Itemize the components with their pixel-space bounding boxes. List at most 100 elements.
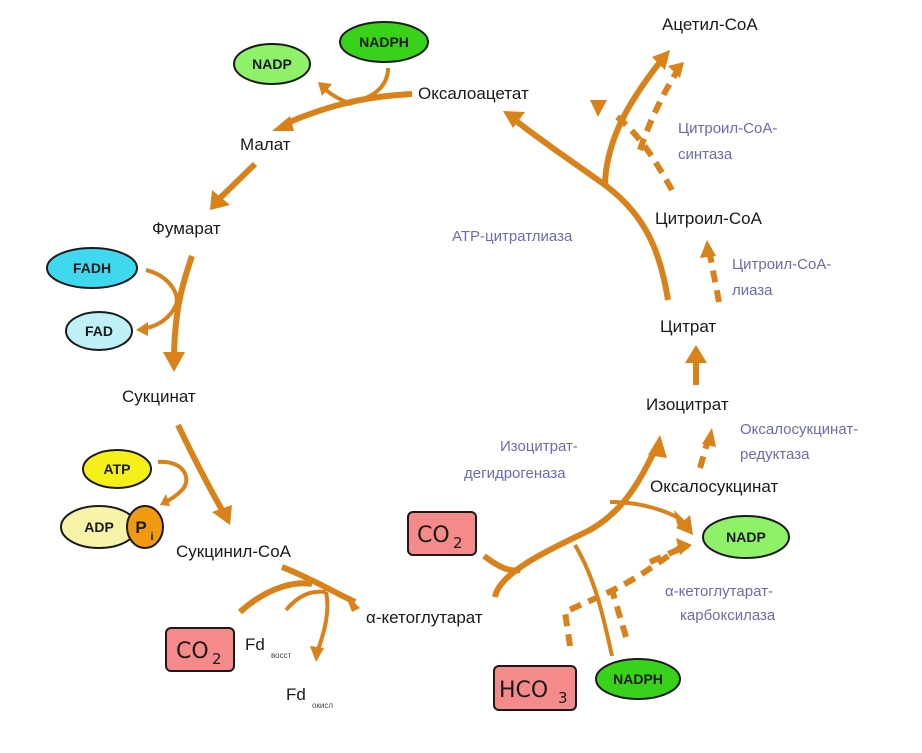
metabolite-citroyl-coa: Цитроил-CoA (655, 209, 763, 228)
enzyme-akg-carboxylase: карбоксилаза (680, 607, 776, 624)
metabolite-succinyl-coa: Сукцинил-CoA (176, 542, 292, 561)
arrow-citroyl-coa-synthase-dashed (613, 112, 675, 192)
enzyme-akg-carboxylase: α-кетоглутарат- (665, 583, 773, 600)
metabolite-citrate: Цитрат (660, 317, 716, 336)
metabolite-oxalosuccinate: Оксалосукцинат (650, 477, 779, 496)
svg-text:Fd: Fd (245, 635, 265, 654)
metabolite-oxaloacetate: Оксалоацетат (418, 84, 529, 103)
cofactor-fad: FAD (65, 311, 133, 351)
arrowhead (345, 594, 360, 612)
svg-text:NADP: NADP (252, 56, 292, 72)
svg-text:Fd: Fd (286, 685, 306, 704)
arrowhead (700, 240, 716, 258)
arrow-nadph-dashed-in (609, 589, 629, 638)
arrowhead (163, 352, 185, 372)
svg-text:NADP: NADP (726, 529, 766, 545)
metabolites: Ацетил-CoA Оксалоацетат Малат Фумарат Су… (122, 15, 779, 627)
arrows (136, 50, 722, 662)
arrow-co2-mid-in (482, 553, 521, 574)
cofactors: NADP NADPH FADH FAD ATP ADP P i N (46, 21, 790, 700)
enzyme-isocitrate-dehydrogenase: Изоцитрат- (500, 438, 578, 455)
arrow-fd-oxidized-out (316, 591, 330, 651)
cofactor-atp: ATP (82, 449, 152, 489)
arrow-oxaloacetate-to-malate (283, 91, 413, 127)
enzyme-citroyl-coa-lyase: Цитроил-CoA- (732, 256, 831, 273)
svg-text:NADPH: NADPH (613, 671, 663, 687)
arrow-citrate-to-citroyl-coa-dashed (707, 254, 722, 303)
arrowhead (310, 646, 324, 662)
arrowhead (668, 62, 684, 78)
enzyme-citroyl-coa-synthase: Цитроил-CoA- (678, 120, 777, 137)
arrow-fd-reduced-in (284, 589, 327, 612)
enzyme-isocitrate-dehydrogenase: дегидрогеназа (464, 465, 566, 482)
arrowhead (212, 505, 232, 525)
svg-text:CO: CO (176, 639, 209, 664)
svg-text:HCO: HCO (499, 678, 548, 703)
arrowhead (685, 345, 707, 363)
metabolite-malate: Малат (240, 135, 291, 154)
metabolite-alpha-ketoglutarate: α-кетоглутарат (366, 608, 483, 627)
svg-text:NADPH: NADPH (359, 34, 409, 50)
arrowhead (210, 190, 230, 210)
hco3-box: HCO 3 (493, 665, 577, 711)
svg-text:i: i (150, 531, 153, 543)
arrow-succinate-to-succinyl-coa (175, 423, 225, 512)
ferredoxin-reduced: Fd восст (245, 635, 292, 660)
cofactor-nadph-top: NADPH (339, 21, 429, 63)
enzyme-citroyl-coa-synthase: синтаза (678, 146, 733, 163)
svg-text:ATP: ATP (104, 461, 131, 477)
svg-text:3: 3 (558, 689, 568, 707)
metabolite-acetyl-coa: Ацетил-CoA (662, 15, 758, 34)
svg-text:восст: восст (271, 651, 292, 660)
arrow-citrate-to-oxaloacetate (513, 117, 671, 301)
arrowhead (160, 494, 170, 506)
arrow-atp-branch (157, 459, 189, 504)
svg-text:CO: CO (417, 523, 450, 548)
svg-text:FADH: FADH (73, 260, 111, 276)
arrowhead (272, 116, 294, 131)
svg-text:2: 2 (453, 534, 463, 552)
svg-text:ADP: ADP (84, 519, 114, 535)
enzyme-oxalosuccinate-reductase: редуктаза (740, 446, 810, 463)
arrowhead (702, 428, 716, 447)
arrowhead (503, 111, 525, 128)
arrowhead (652, 50, 670, 70)
svg-text:2: 2 (212, 650, 222, 668)
cofactor-nadp-top: NADP (233, 43, 311, 85)
svg-text:P: P (135, 518, 146, 537)
co2-box-mid: CO 2 (407, 511, 477, 556)
svg-text:окисл: окисл (312, 701, 333, 710)
arrowhead (136, 322, 148, 336)
enzymes: Цитроил-CoA- синтаза ATP-цитратлиаза Цит… (452, 120, 858, 624)
cofactor-pi: P i (126, 505, 164, 549)
arrow-malate-to-fumarate (215, 161, 258, 203)
arrow-citroyl-to-acetyl-dashed (637, 68, 681, 151)
arrow-dashed-to-nadp (648, 543, 689, 565)
cofactor-nadp-right: NADP (702, 515, 790, 559)
metabolite-isocitrate: Изоцитрат (646, 395, 729, 414)
arrow-akg-to-isocitrate (492, 448, 658, 598)
ferredoxin: Fd восст Fd окисл (245, 635, 333, 710)
arrow-fadh-branch (145, 268, 179, 330)
arrowhead (648, 435, 667, 458)
arrowhead (676, 515, 693, 535)
ferredoxin-oxidized: Fd окисл (286, 685, 333, 710)
cofactor-adp: ADP (60, 505, 138, 549)
cofactor-fadh: FADH (46, 247, 138, 289)
cofactor-nadph-bottom: NADPH (595, 658, 681, 700)
arrow-fumarate-to-succinate (171, 255, 195, 356)
arrowhead (676, 538, 692, 555)
metabolite-succinate: Сукцинат (122, 387, 196, 406)
enzyme-citroyl-coa-lyase: лиаза (732, 282, 773, 299)
co2-box-left: CO 2 (165, 627, 235, 672)
enzyme-atp-citrate-lyase: ATP-цитратлиаза (452, 228, 573, 245)
enzyme-oxalosuccinate-reductase: Оксалосукцинат- (740, 421, 858, 438)
arrow-nadp-branch (322, 86, 353, 106)
arrowhead (318, 82, 332, 96)
svg-text:FAD: FAD (85, 323, 113, 339)
metabolite-fumarate: Фумарат (152, 219, 221, 238)
inorganic-substrates: CO 2 CO 2 HCO 3 (165, 511, 577, 711)
arrowhead (590, 100, 607, 117)
arrow-nadph-branch (347, 67, 390, 106)
